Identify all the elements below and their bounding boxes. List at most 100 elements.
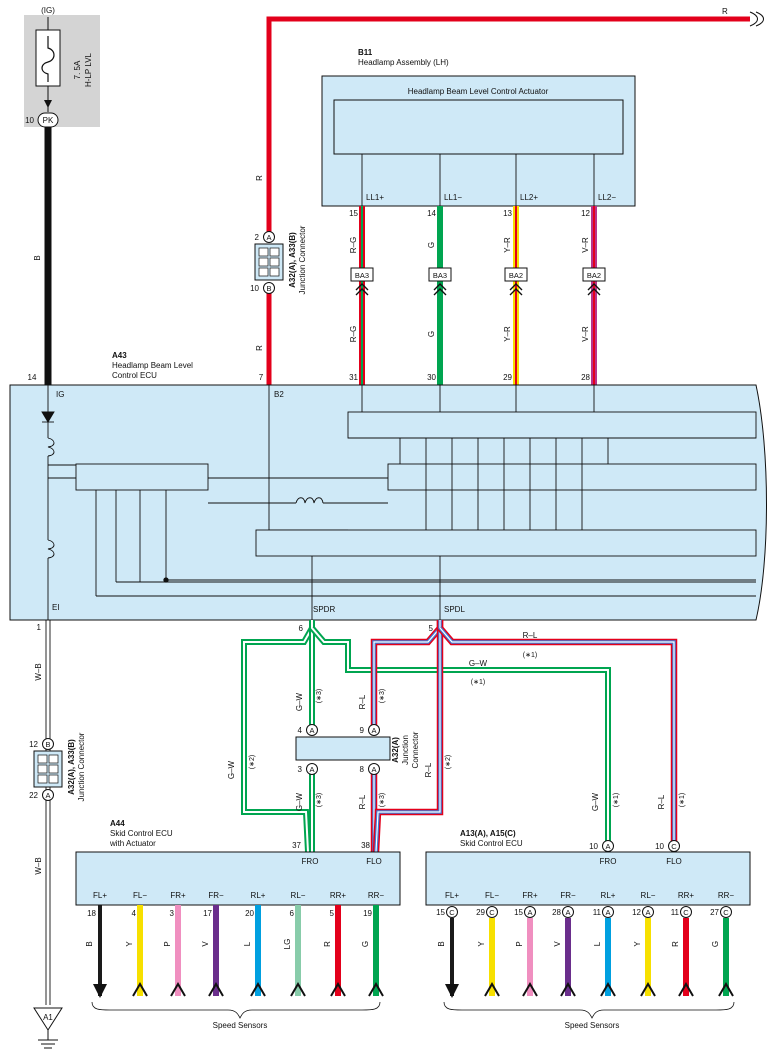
svg-text:2: 2	[255, 233, 260, 242]
fuse-circuit-label: (IG)	[41, 6, 55, 15]
svg-text:3: 3	[298, 765, 303, 774]
sensor-wire-code: V	[201, 941, 210, 947]
connector-chevron-icon	[433, 283, 447, 296]
svg-text:A32(A), A33(B): A32(A), A33(B)	[67, 739, 76, 795]
svg-text:Skid Control ECU: Skid Control ECU	[460, 839, 523, 848]
svg-text:FLO: FLO	[666, 857, 682, 866]
svg-text:6: 6	[299, 624, 304, 633]
sensor-terminal: RR+	[678, 891, 695, 900]
wire-code-lower: G	[427, 331, 436, 337]
svg-text:5: 5	[429, 624, 434, 633]
wire-code-lower: Y–R	[503, 326, 512, 342]
sensor-terminal: FL+	[93, 891, 107, 900]
ecu-id: A43	[112, 351, 127, 360]
sensor-wire-code: G	[711, 941, 720, 947]
sensor-pin-code: A	[605, 908, 610, 917]
actuator-terminal: LL2−	[598, 193, 616, 202]
sensor-wire-code: R	[323, 941, 332, 947]
sensor-pin: 12	[632, 908, 641, 917]
svg-text:B: B	[45, 740, 50, 749]
sensor-pin: 19	[363, 909, 372, 918]
ground-icon	[33, 1007, 63, 1031]
connector-box	[428, 267, 452, 282]
sensor-pin-circle	[486, 906, 498, 918]
svg-text:(∗1): (∗1)	[613, 793, 620, 807]
svg-text:SPDL: SPDL	[444, 605, 465, 614]
actuator-pin: 15	[349, 209, 358, 218]
fuse-pin: 10	[25, 116, 34, 125]
sensor-pin-code: C	[723, 908, 729, 917]
svg-text:B: B	[266, 284, 271, 293]
connector-box	[582, 267, 606, 282]
sensor-arrow-up-icon	[208, 982, 224, 997]
sensor-terminal: RL+	[251, 891, 266, 900]
wire-code-lower: V–R	[581, 326, 590, 342]
sensor-arrow-up-icon	[678, 982, 694, 997]
connector-chevron-icon	[509, 283, 523, 296]
sensor-wire-code: B	[437, 941, 446, 946]
sensor-pin: 6	[290, 909, 295, 918]
sensor-pin: 29	[476, 908, 485, 917]
sensor-wire-code: Y	[125, 941, 134, 947]
sensor-pin-circle	[680, 906, 692, 918]
sensor-arrow-up-icon	[132, 982, 148, 997]
fuse-name: H-LP LVL	[84, 52, 93, 86]
svg-text:G–W: G–W	[591, 792, 600, 811]
sensor-terminal: RR−	[368, 891, 385, 900]
svg-text:37: 37	[292, 841, 301, 850]
sensor-terminal: FR+	[170, 891, 186, 900]
svg-text:IG: IG	[56, 390, 64, 399]
headlamp-name: Headlamp Assembly (LH)	[358, 58, 449, 67]
wire-code-upper: V–R	[581, 237, 590, 253]
svg-text:(∗2): (∗2)	[445, 755, 452, 769]
svg-text:C: C	[671, 842, 677, 851]
sensor-terminal: RR+	[330, 891, 347, 900]
sensor-pin-circle	[602, 906, 614, 918]
sensor-pin: 3	[170, 909, 175, 918]
svg-text:Junction Connector: Junction Connector	[77, 732, 86, 801]
ig-wire-code: B	[33, 255, 42, 260]
speed-sensor-brace	[91, 1001, 735, 1019]
svg-text:7: 7	[259, 373, 264, 382]
svg-text:B2: B2	[274, 390, 284, 399]
sensor-wire-code: L	[243, 941, 252, 946]
sensor-wire-code: Y	[477, 941, 486, 947]
svg-text:1: 1	[37, 623, 42, 632]
fuse-arrow-icon	[44, 100, 52, 108]
sensor-pin: 11	[593, 908, 602, 917]
svg-text:10: 10	[589, 842, 598, 851]
sensor-arrow-up-icon	[560, 982, 576, 997]
sensor-terminal: FL−	[133, 891, 147, 900]
ecu-name-1: Headlamp Beam Level	[112, 361, 193, 370]
svg-text:14: 14	[28, 373, 37, 382]
jc-top-wire-below: R	[255, 345, 264, 351]
sensor-arrow-up-icon	[484, 982, 500, 997]
junction-connector-center: 4 A 9 A 3 A 8 A A32(A) Junction Connecto…	[295, 724, 420, 775]
power-wire-red	[266, 16, 750, 385]
sensor-arrow-up-icon	[330, 982, 346, 997]
wire-code-lower: R–G	[349, 326, 358, 342]
wire-break-icon	[749, 11, 764, 27]
sensor-terminal: RL−	[291, 891, 306, 900]
actuator-body	[333, 99, 624, 155]
svg-text:(∗1): (∗1)	[523, 652, 537, 659]
actuator-terminal: LL2+	[520, 193, 538, 202]
junction-connector-top: 2 A 10 B A32(A), A33(B) Junction Connect…	[250, 225, 307, 294]
sensor-wire-code: G	[361, 941, 370, 947]
svg-text:22: 22	[29, 791, 38, 800]
sensor-wire-code: V	[553, 941, 562, 947]
svg-text:A: A	[605, 842, 610, 851]
connector-code: BA2	[587, 271, 601, 280]
speed-signal-wires: 6 5 R–L (∗1) G–W (∗1) G–W (∗3) R–L (∗3) …	[227, 620, 686, 853]
sensor-pin: 4	[132, 909, 137, 918]
svg-text:4: 4	[298, 726, 303, 735]
sensor-arrow-up-icon	[600, 982, 616, 997]
sensor-pin-code: C	[489, 908, 495, 917]
ecu-pin: 31	[349, 373, 358, 382]
ground-wire-code: W–B	[34, 663, 43, 680]
speed-sensors-right-label: Speed Sensors	[565, 1021, 620, 1030]
sensor-pin: 15	[436, 908, 445, 917]
connector-box	[504, 267, 528, 282]
svg-text:(∗3): (∗3)	[379, 689, 386, 703]
